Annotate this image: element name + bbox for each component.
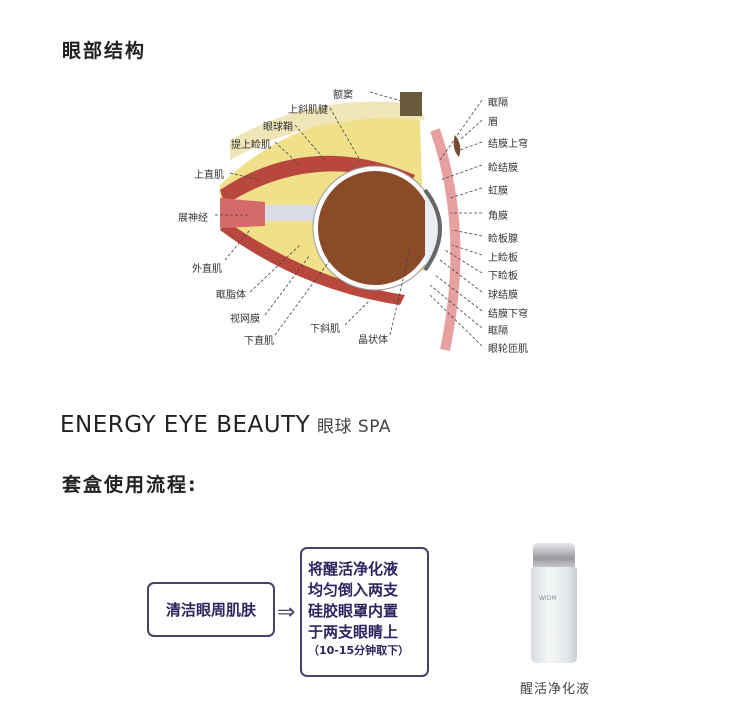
label-palpebral-conjunctiva: 睑结膜 [488,163,518,174]
label-inferior-rectus: 下直肌 [244,336,274,347]
brand-suffix: 眼球 SPA [317,417,392,437]
product-bottle-image: WIDM [531,543,577,663]
step-2-line: 硅胶眼罩内置 [308,602,399,620]
label-levator-palpebrae: 提上睑肌 [231,140,271,151]
label-upper-tarsus: 上睑板 [488,253,518,264]
step-2-box: 将醒活净化液 均匀倒入两支 硅胶眼罩内置 于两支眼睛上 （10-15分钟取下） [300,547,429,677]
product-caption: 醒活净化液 [520,682,591,697]
label-frontal-sinus: 额窦 [333,90,353,101]
label-superior-fornix: 结膜上穹 [488,139,528,150]
label-iris: 虹膜 [488,186,508,197]
label-lateral-rectus: 外直肌 [192,264,222,275]
bottle-glass: WIDM [531,567,577,663]
label-bulbar-conjunctiva: 球结膜 [488,290,518,301]
step-2-line: 于两支眼睛上 [308,623,399,641]
step-1-box: 清洁眼周肌肤 [147,582,275,637]
step-arrow-icon: ⇒ [277,600,296,625]
label-eyebrow: 眉 [488,117,498,128]
eye-anatomy-diagram: 额窦 上斜肌腱 眼球鞘 提上睑肌 上直肌 展神经 外直肌 眶脂体 视网膜 下直肌… [170,80,550,360]
section-title-usage: 套盒使用流程: [62,474,198,496]
label-lens: 晶状体 [358,335,388,346]
section-title-eye-structure: 眼部结构 [62,40,147,62]
label-inferior-fornix: 结膜下穹 [488,309,528,320]
label-orbital-septum-upper: 眶隔 [488,98,508,109]
label-retina: 视网膜 [230,314,260,325]
bottle-cap [533,543,575,568]
step-2-line: 将醒活净化液 [308,560,399,578]
label-orbicularis-oculi: 眼轮匝肌 [488,344,528,355]
label-bulbar-sheath: 眼球鞘 [263,122,293,133]
brand-name: ENERGY EYE BEAUTY [60,412,311,438]
brand-line: ENERGY EYE BEAUTY 眼球 SPA [60,412,391,438]
label-orbital-fat: 眶脂体 [216,290,246,301]
label-superior-rectus: 上直肌 [194,170,224,181]
step-2-line: 均匀倒入两支 [308,581,399,599]
label-tarsal-glands: 睑板腺 [488,234,518,245]
label-inferior-oblique: 下斜肌 [310,324,340,335]
label-superior-oblique-tendon: 上斜肌腱 [288,105,328,116]
label-abducens-nerve: 展神经 [178,213,208,224]
bottle-brand-text: WIDM [539,595,557,602]
label-lower-tarsus: 下睑板 [488,271,518,282]
label-orbital-septum-lower: 眶隔 [488,326,508,337]
eye-illustration [215,91,483,352]
label-cornea: 角膜 [488,211,508,222]
step-2-note: （10-15分钟取下） [308,644,410,657]
step-1-text: 清洁眼周肌肤 [165,601,256,619]
